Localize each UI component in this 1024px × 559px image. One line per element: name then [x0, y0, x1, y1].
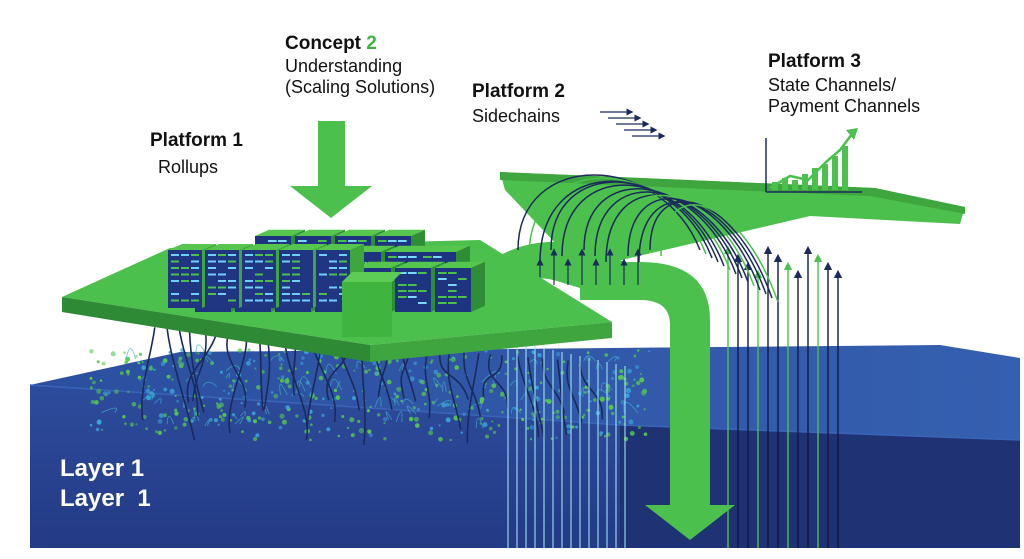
- platform-3-label: Platform 3 State Channels/ Payment Chann…: [768, 51, 920, 118]
- concept-line-2: (Scaling Solutions): [285, 77, 436, 98]
- concept-line-1: Understanding: [285, 55, 403, 76]
- sidechain-connector: [490, 241, 640, 300]
- server-rack-icon: [435, 261, 485, 312]
- layer-1-line-2: Layer 1: [60, 485, 151, 512]
- platform-3-line-2: Payment Channels: [768, 96, 921, 117]
- platform-1-subtitle: Rollups: [158, 156, 219, 177]
- root-lines: [141, 327, 604, 446]
- big-down-arrow-icon: [580, 262, 735, 540]
- layer-1-block: [29, 345, 1021, 548]
- growth-chart-icon: [765, 128, 862, 193]
- platform-3-title: Platform 3: [768, 51, 861, 72]
- particle-field: [89, 344, 651, 442]
- server-racks: [168, 229, 485, 337]
- channel-lines: [507, 245, 843, 548]
- layer-1-side-face: [620, 425, 1020, 548]
- platform-2-subtitle: Sidechains: [472, 105, 561, 126]
- layer-1-line-1: Layer 1: [60, 455, 145, 482]
- platform-3-line-1: State Channels/: [768, 74, 897, 95]
- concept-down-arrow-icon: [290, 121, 372, 218]
- concept-number: 2: [366, 33, 377, 54]
- rack-cover: [342, 282, 392, 337]
- sidechain-wires: [517, 108, 779, 303]
- layer-1-label: Layer 1 Layer 1: [60, 454, 151, 514]
- platform-1-label: Platform 1 Rollups: [150, 130, 243, 178]
- layer-1-front-face: [30, 385, 620, 548]
- concept-label: Concept 2 Understanding (Scaling Solutio…: [285, 33, 435, 99]
- platform-1-title: Platform 1: [150, 130, 243, 151]
- platform-2-label: Platform 2 Sidechains: [472, 81, 565, 127]
- layer-1-top-face: [30, 345, 1020, 440]
- concept-title: Concept: [285, 33, 361, 54]
- rack-lid: [342, 272, 402, 282]
- platform-2-title: Platform 2: [472, 81, 565, 102]
